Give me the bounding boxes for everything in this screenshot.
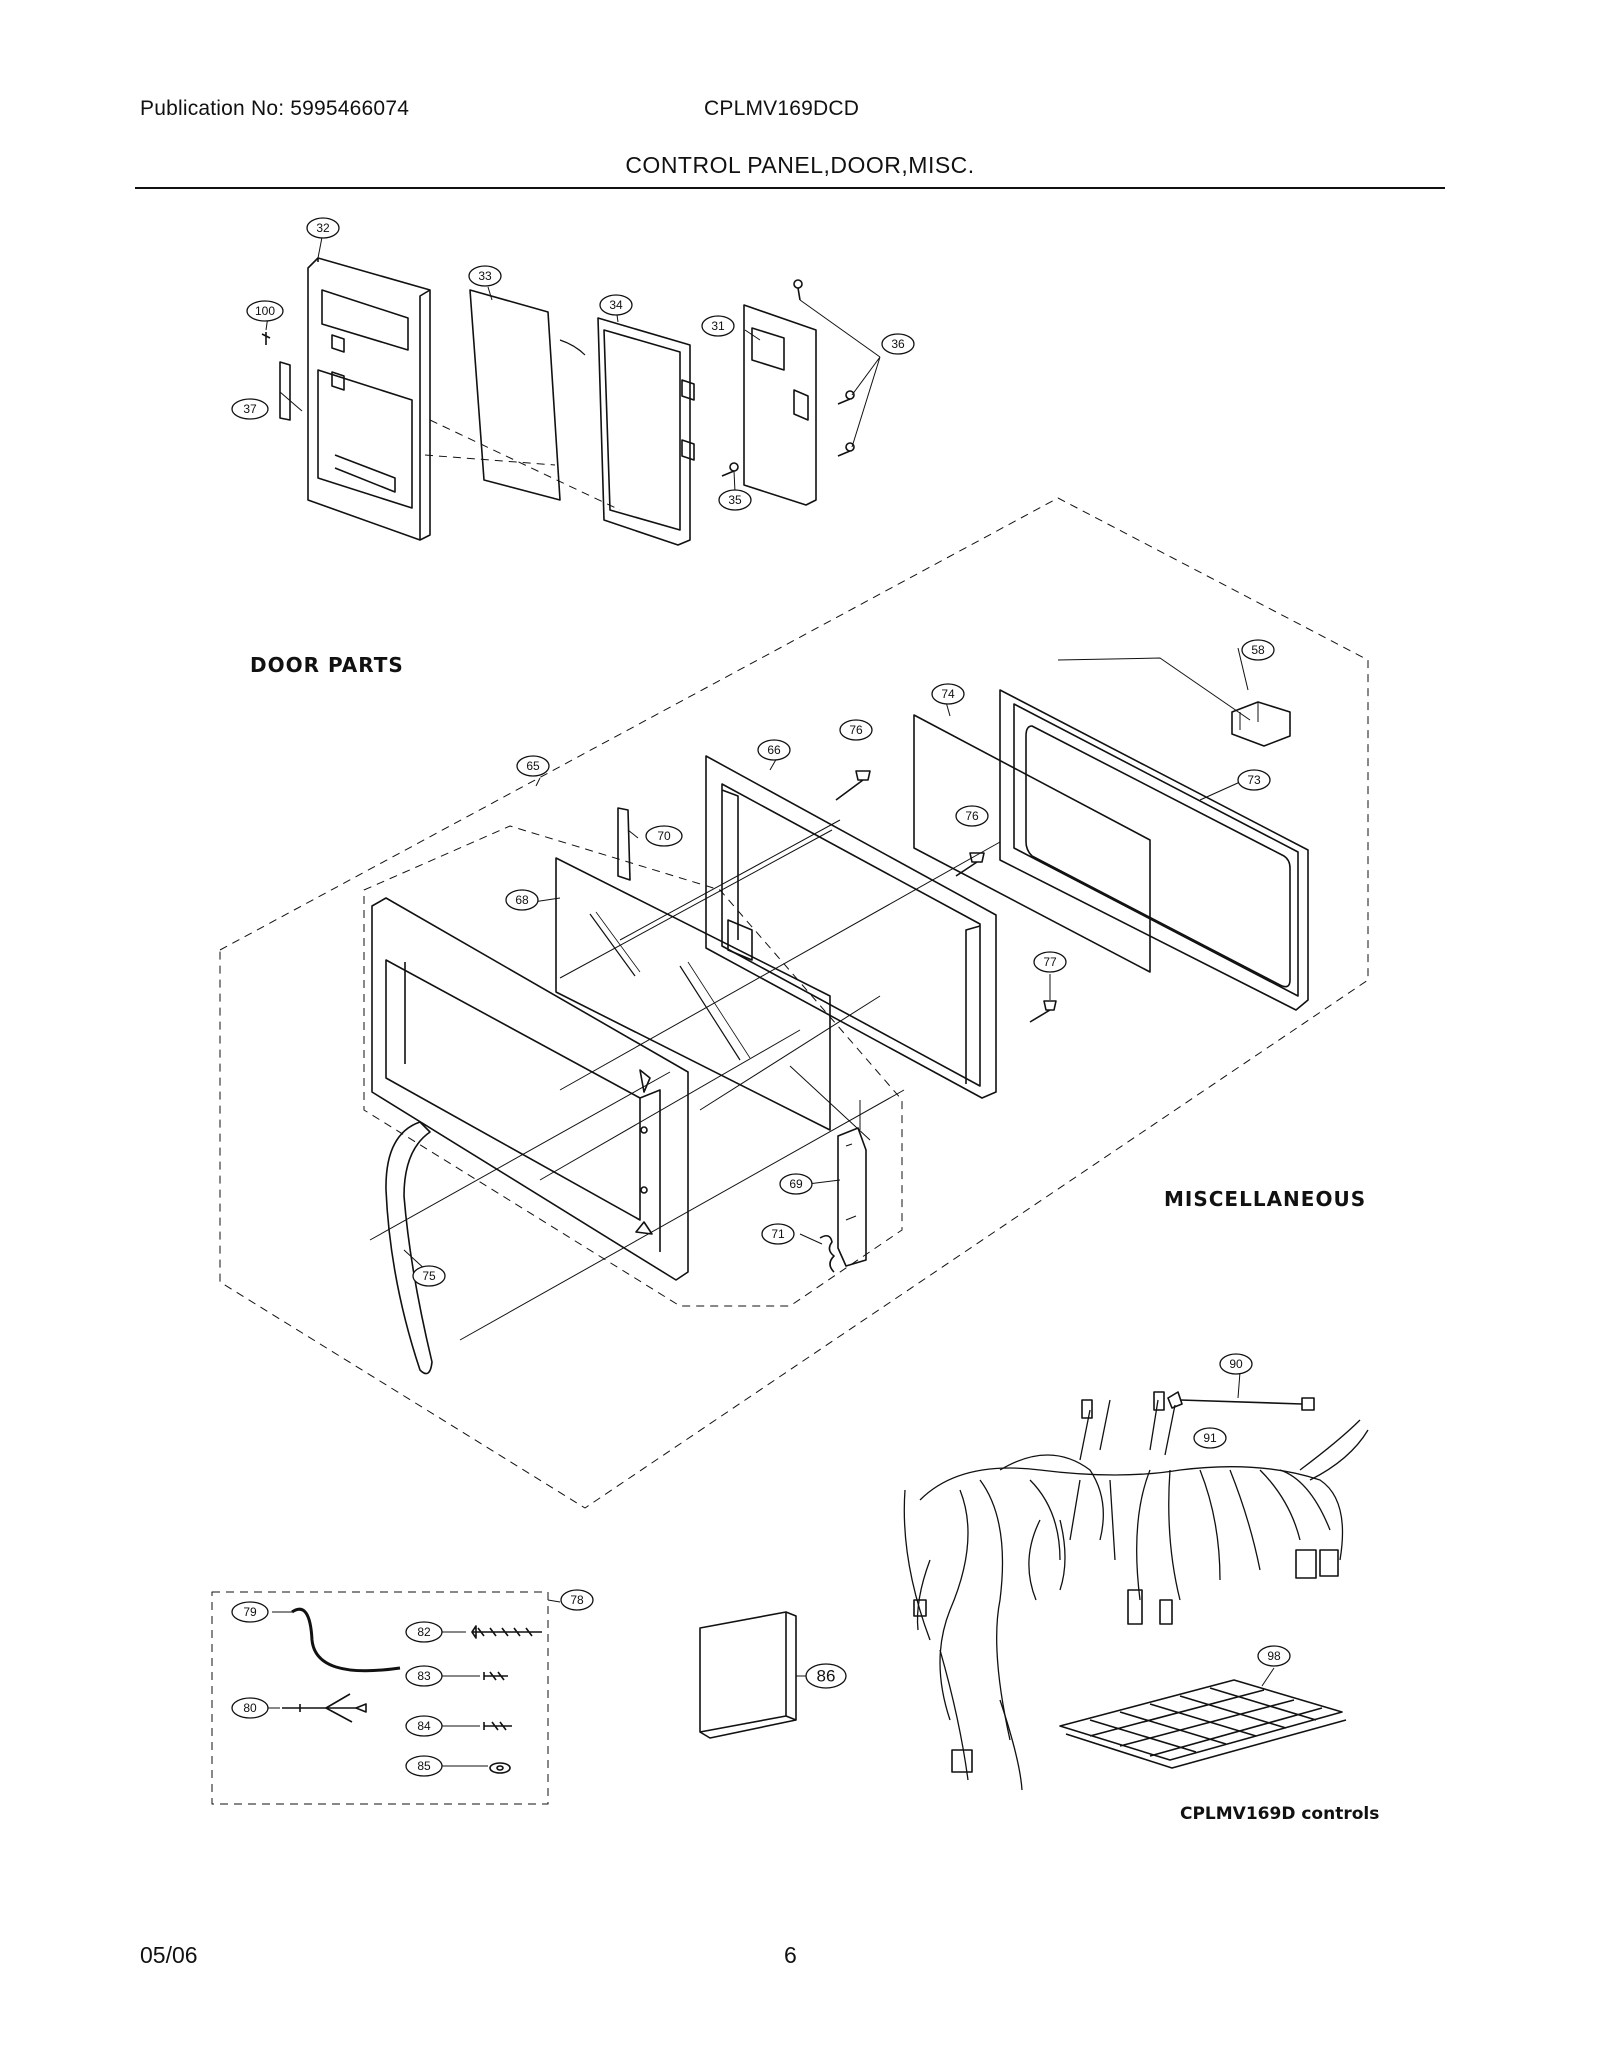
door-parts-boundary (219, 497, 1369, 1509)
label-sheet-37 (279, 361, 291, 421)
title-rule (135, 187, 1445, 189)
latch-58 (1231, 701, 1291, 747)
harness-90 (1167, 1371, 1315, 1411)
callout-70: 70 (657, 829, 671, 843)
inner-frame-66 (705, 755, 997, 1099)
part-70 (617, 807, 631, 881)
bracket-34 (597, 317, 695, 546)
callout-65: 65 (526, 759, 540, 773)
callout-ovals (231, 217, 1291, 1777)
callout-98: 98 (1267, 1649, 1281, 1663)
glass-panel-68 (555, 857, 831, 1131)
callout-66: 66 (767, 743, 781, 757)
page-title: CONTROL PANEL,DOOR,MISC. (625, 152, 975, 178)
callout-68: 68 (515, 893, 529, 907)
callout-77: 77 (1043, 955, 1057, 969)
callout-76-second: 76 (965, 809, 979, 823)
oven-rack-98 (1059, 1667, 1347, 1769)
publication-number: Publication No: 5995466074 (140, 97, 410, 120)
model-number: CPLMV169DCD (704, 97, 860, 120)
callout-73: 73 (1247, 773, 1261, 787)
callout-100: 100 (255, 304, 275, 318)
wire-harness-91 (903, 1399, 1369, 1791)
spring-71 (819, 1234, 835, 1273)
callout-31: 31 (711, 319, 725, 333)
footer-date: 05/06 (140, 1942, 198, 1968)
membrane-33 (469, 289, 561, 501)
callout-69: 69 (789, 1177, 803, 1191)
controls-caption: CPLMV169D controls (1180, 1804, 1379, 1824)
control-panel-frame (307, 257, 431, 541)
latch-hook-69 (837, 1127, 867, 1267)
callout-84: 84 (417, 1719, 431, 1733)
screw-100 (261, 332, 271, 345)
mounting-kit-boundary-78 (211, 1591, 549, 1805)
callout-35: 35 (728, 493, 742, 507)
callout-79: 79 (243, 1605, 257, 1619)
callout-78: 78 (570, 1593, 584, 1607)
callout-90: 90 (1229, 1357, 1243, 1371)
callout-76: 76 (849, 723, 863, 737)
callout-71: 71 (771, 1227, 785, 1241)
door-frame-73 (999, 689, 1309, 1011)
outer-door-65 (371, 897, 689, 1281)
footer-page-number: 6 (784, 1942, 797, 1968)
callout-74: 74 (941, 687, 955, 701)
control-board-31 (743, 304, 817, 506)
callout-36: 36 (891, 337, 905, 351)
callout-85: 85 (417, 1759, 431, 1773)
callout-82: 82 (417, 1625, 431, 1639)
door-parts-label: DOOR PARTS (250, 653, 404, 677)
callout-91: 91 (1203, 1431, 1217, 1445)
callout-83: 83 (417, 1669, 431, 1683)
screws-36 (793, 279, 855, 457)
screws-76-77 (835, 770, 1057, 1023)
callout-32: 32 (316, 221, 330, 235)
callout-75: 75 (422, 1269, 436, 1283)
callout-58: 58 (1251, 643, 1265, 657)
harness-connectors (913, 1391, 1339, 1773)
callout-80: 80 (243, 1701, 257, 1715)
screw-35 (721, 462, 739, 477)
callout-34: 34 (609, 298, 623, 312)
door-handle-75 (385, 1121, 433, 1375)
callout-37: 37 (243, 402, 257, 416)
screen-74 (913, 714, 1151, 973)
miscellaneous-label: MISCELLANEOUS (1164, 1187, 1366, 1211)
mounting-kit-parts (268, 1607, 542, 1774)
manual-86 (699, 1611, 808, 1739)
callout-33: 33 (478, 269, 492, 283)
callout-86: 86 (817, 1667, 836, 1686)
